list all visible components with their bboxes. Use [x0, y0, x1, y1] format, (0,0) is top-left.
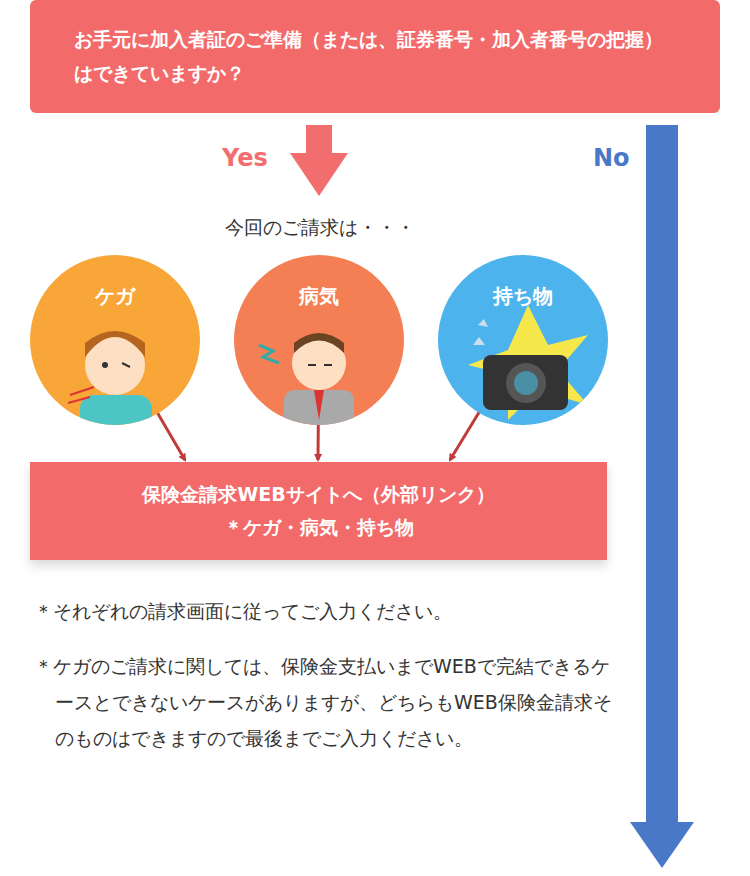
connector-arrow [317, 423, 320, 460]
note-text: ＊それぞれの請求画面に従ってご入力ください。 [34, 598, 624, 625]
connector-arrow [450, 411, 480, 460]
link-box: 保険金請求WEBサイトへ（外部リンク）＊ケガ・病気・持ち物 [30, 462, 607, 560]
illustration [438, 255, 608, 425]
no-arrow [630, 125, 694, 868]
circle-title: 持ち物 [438, 283, 608, 310]
question-box: お手元に加入者証のご準備（または、証券番号・加入者番号の把握）はできていますか？ [30, 0, 720, 113]
connector-arrow [157, 412, 185, 460]
yes-arrow [290, 125, 348, 196]
branch-label: Yes [222, 142, 292, 176]
illustration [30, 255, 200, 425]
circle-title: ケガ [30, 283, 200, 310]
category-circle: ケガ [30, 255, 200, 425]
circle-title: 病気 [234, 283, 404, 310]
box-text: 保険金請求WEBサイトへ（外部リンク） [50, 478, 587, 511]
illustration [234, 255, 404, 425]
category-circle: 持ち物 [438, 255, 608, 425]
branch-label: No [593, 142, 643, 176]
note-text: ＊ケガのご請求に関しては、保険金支払いまでWEBで完結できるケースとできないケー… [34, 648, 625, 756]
box-text: ＊ケガ・病気・持ち物 [50, 511, 587, 544]
box-text: お手元に加入者証のご準備（または、証券番号・加入者番号の把握）はできていますか？ [74, 23, 676, 90]
prompt-text: 今回のご請求は・・・ [160, 214, 480, 241]
category-circle: 病気 [234, 255, 404, 425]
